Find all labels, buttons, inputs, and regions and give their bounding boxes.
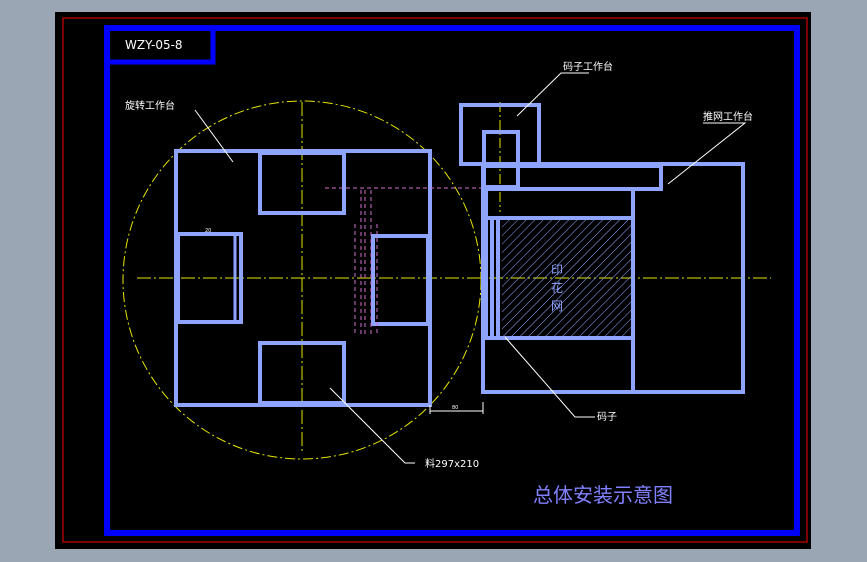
title-block-text: WZY-05-8 [125,38,183,52]
squeegee-table-label: 码子工作台 [563,60,613,73]
material-label: 料297x210 [425,457,479,470]
title-block [107,25,216,65]
dim-small-left: 20 [205,228,211,234]
push-screen-table-label: 推网工作台 [703,110,753,123]
cad-viewport[interactable]: WZY-05-8 20 [55,12,811,549]
rotating-table [174,149,432,407]
squeegee-label: 码子 [597,411,617,423]
hidden-lines [325,187,483,334]
dim-small-bottom: 80 [452,405,458,411]
drawing-frame [104,25,800,536]
squeegee-table [459,103,663,191]
dimension-bottom [429,402,484,414]
push-screen-table [481,162,745,394]
drawing-canvas: WZY-05-8 20 [62,17,808,543]
rotating-table-label: 旋转工作台 [125,99,175,112]
print-screen-hatch [502,220,631,336]
main-title: 总体安装示意图 [533,483,673,507]
print-screen-label-1: 印 [551,263,563,277]
leader-lines [194,72,747,464]
outer-border [62,17,808,543]
print-screen-label-3: 网 [551,299,563,313]
print-screen-label-2: 花 [551,280,563,295]
